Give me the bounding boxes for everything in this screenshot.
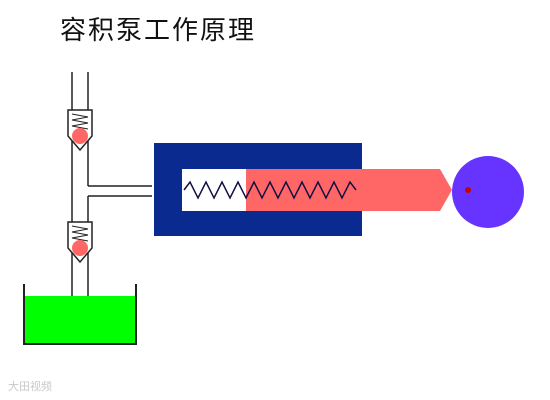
page-title: 容积泵工作原理 [60,16,257,46]
spring-icon [183,180,357,200]
valve-spring-icon [71,113,89,130]
flywheel-dot [465,187,471,193]
suction-valve [67,221,93,264]
flywheel [452,156,524,228]
connecting-pipe [88,185,152,197]
discharge-valve [67,109,93,152]
valve-spring-icon [71,225,89,242]
liquid-tank [23,284,137,345]
valve-ball [72,240,88,256]
valve-ball [72,128,88,144]
piston [246,169,452,211]
watermark: 大田视频 [8,380,52,393]
